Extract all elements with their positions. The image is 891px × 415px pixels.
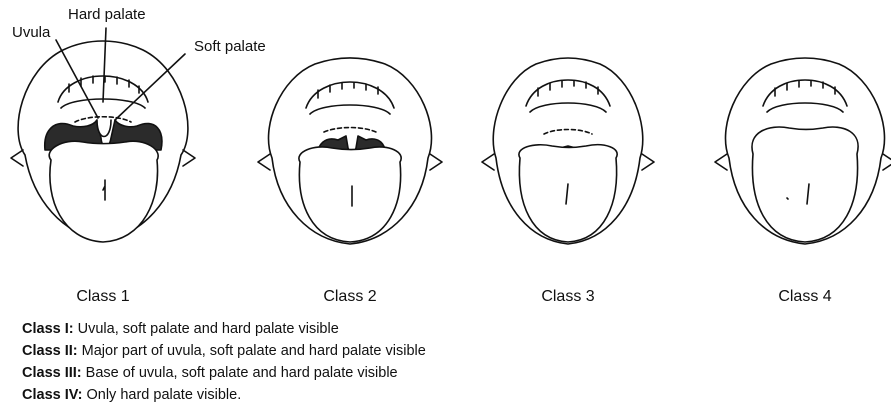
tongue (299, 147, 401, 242)
soft-palate-line (544, 130, 592, 135)
uvula-annotation: Uvula (12, 24, 50, 41)
legend-term: Class I: (22, 321, 74, 337)
legend-term: Class IV: (22, 387, 82, 403)
class-1-label: Class 1 (33, 288, 173, 306)
legend-text: Major part of uvula, soft palate and har… (78, 343, 426, 359)
legend-term: Class III: (22, 365, 82, 381)
hard-palate (310, 105, 390, 114)
soft-palate-line (324, 128, 376, 133)
class-4-label: Class 4 (735, 288, 875, 306)
tongue (752, 127, 858, 242)
mouth-class-4 (715, 58, 891, 244)
legend-text: Uvula, soft palate and hard palate visib… (74, 321, 339, 337)
hard-palate-annotation: Hard palate (68, 6, 146, 23)
class-3-label: Class 3 (498, 288, 638, 306)
legend-text: Only hard palate visible. (82, 387, 241, 403)
legend-row: Class III: Base of uvula, soft palate an… (22, 362, 426, 384)
hard-palate (530, 103, 606, 112)
class-2-label: Class 2 (280, 288, 420, 306)
lip-corner-right (183, 150, 195, 166)
soft-palate-annotation: Soft palate (194, 38, 266, 55)
hard-palate (767, 103, 843, 112)
legend-text: Base of uvula, soft palate and hard pala… (82, 365, 398, 381)
legend-row: Class I: Uvula, soft palate and hard pal… (22, 318, 426, 340)
mouth-class-3 (482, 58, 654, 244)
upper-teeth (306, 82, 394, 108)
legend-row: Class II: Major part of uvula, soft pala… (22, 340, 426, 362)
tongue (519, 145, 617, 242)
classification-legend: Class I: Uvula, soft palate and hard pal… (22, 318, 426, 406)
tongue (49, 141, 158, 242)
mallampati-figure (0, 0, 891, 290)
lip-corner-left (11, 150, 23, 166)
legend-row: Class IV: Only hard palate visible. (22, 384, 426, 406)
legend-term: Class II: (22, 343, 78, 359)
mouth-class-2 (258, 58, 442, 244)
